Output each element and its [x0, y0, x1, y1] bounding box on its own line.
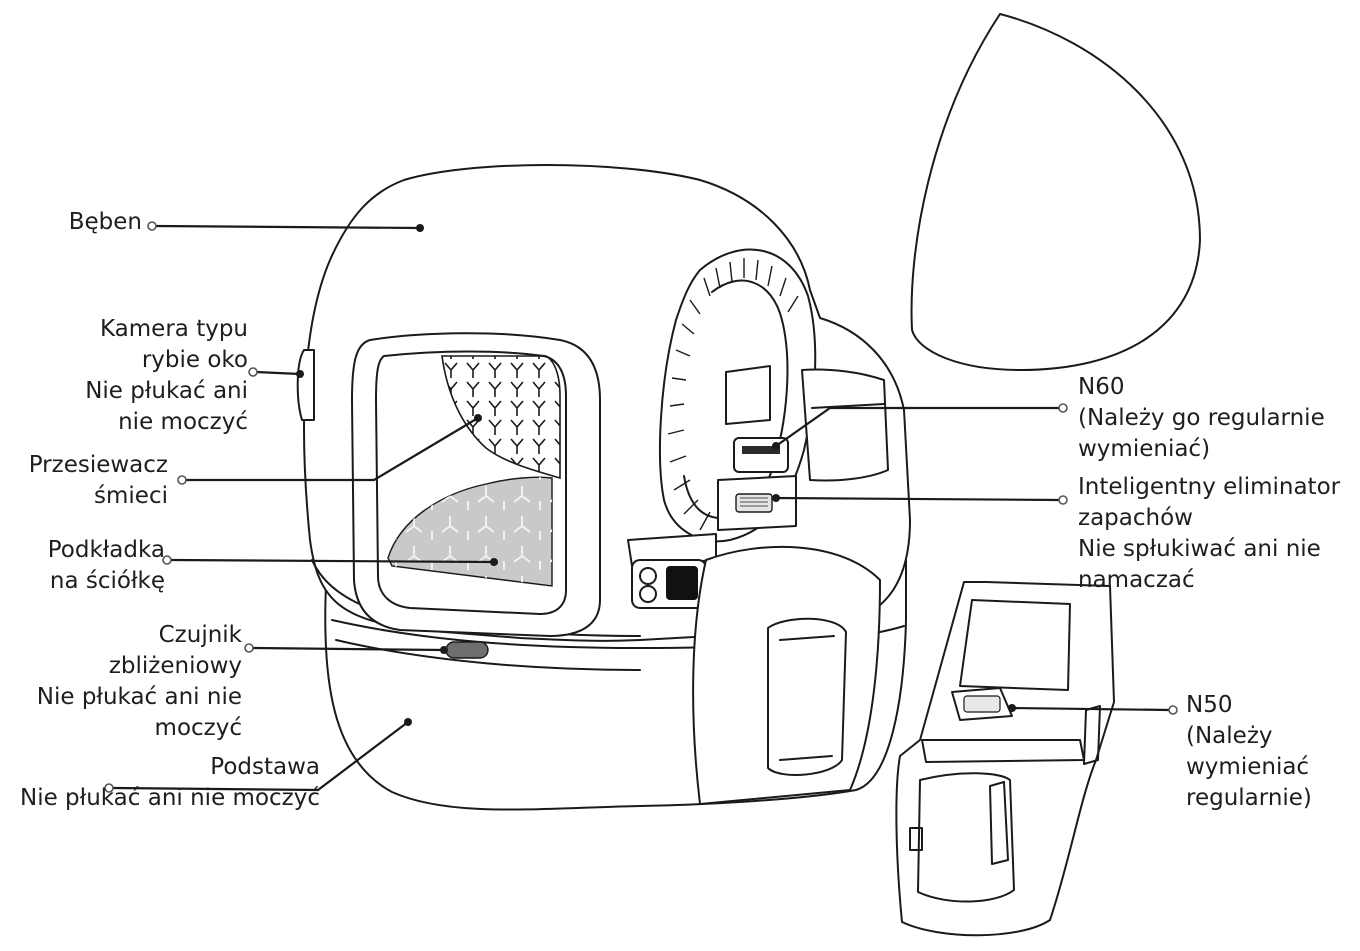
cartridge-bay	[717, 365, 889, 531]
litter-sieve	[441, 355, 561, 480]
label-litter-mat: Podkładka na ściółkę	[47, 537, 165, 594]
control-panel	[627, 533, 717, 609]
label-proximity-sensor: Czujnik zbliżeniowy Nie płukać ani nie m…	[36, 622, 242, 741]
label-odor-eliminator: Inteligentny eliminator zapachów Nie spł…	[1078, 474, 1341, 593]
waste-drawer	[895, 581, 1115, 937]
leader-lines	[104, 221, 1178, 793]
litter-mat	[387, 476, 553, 587]
proximity-sensor	[445, 641, 489, 659]
detached-top-cover	[910, 13, 1201, 371]
label-n50: N50 (Należy wymieniać regularnie)	[1186, 692, 1312, 811]
leader-dot	[147, 221, 157, 231]
label-fisheye-camera: Kamera typu rybie oko Nie płukać ani nie…	[85, 316, 248, 435]
anchor-dot	[416, 224, 424, 232]
label-base: Podstawa Nie płukać ani nie moczyć	[20, 754, 320, 811]
label-drum: Bęben	[68, 209, 142, 235]
fisheye-camera	[296, 349, 315, 421]
side-panel	[692, 545, 881, 805]
label-litter-sieve: Przesiewacz śmieci	[28, 452, 168, 509]
label-n60: N60 (Należy go regularnie wymieniać)	[1078, 374, 1325, 462]
